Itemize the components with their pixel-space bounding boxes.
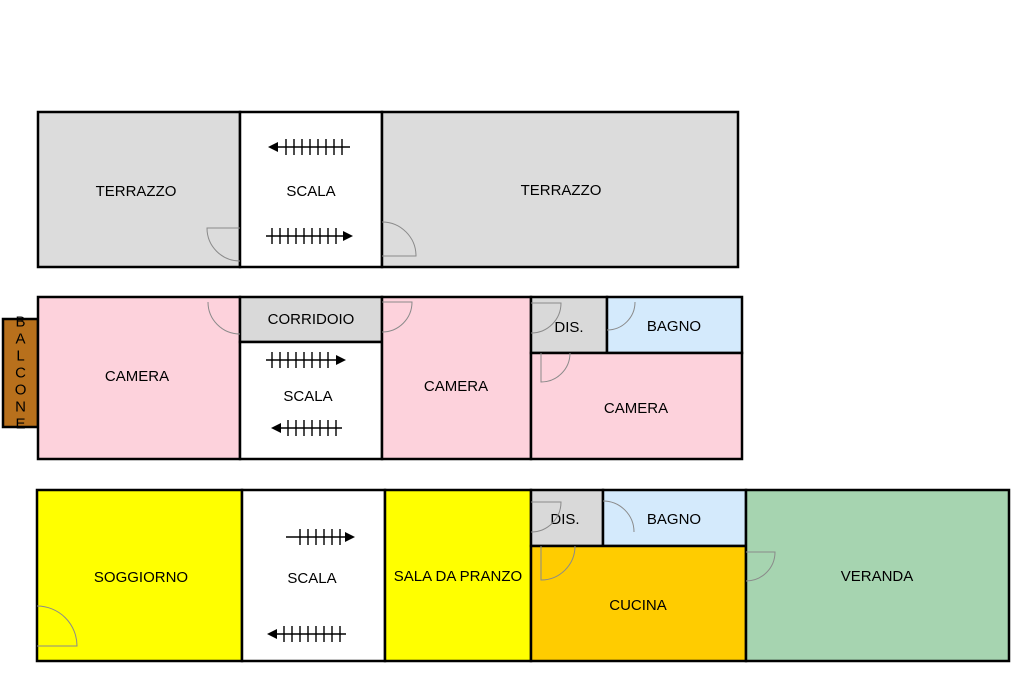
door-swing-dis-middle bbox=[530, 302, 562, 334]
camera-left-label: CAMERA bbox=[105, 368, 169, 385]
door-swing-terrazzo-left bbox=[206, 227, 241, 262]
sala-da-pranzo-label: SALA DA PRANZO bbox=[394, 568, 522, 585]
camera-right-room bbox=[529, 351, 744, 461]
scala-top-room bbox=[238, 110, 384, 269]
bottom-floor: SOGGIORNO SCALA SALA DA PRANZO DIS. BAGN… bbox=[35, 488, 1011, 663]
stair-arrow-left-bottom bbox=[267, 626, 346, 642]
scala-middle-label: SCALA bbox=[283, 388, 332, 405]
veranda-room bbox=[744, 488, 1011, 663]
sala-da-pranzo-room bbox=[383, 488, 533, 663]
camera-left-room bbox=[36, 295, 242, 461]
scala-bottom-room bbox=[240, 488, 387, 663]
door-swing-bagno-bottom bbox=[602, 500, 635, 533]
balcone-room bbox=[1, 317, 40, 429]
door-swing-veranda bbox=[745, 551, 776, 582]
door-swing-terrazzo-right bbox=[381, 221, 417, 257]
cucina-room bbox=[529, 544, 748, 663]
dis-bottom-label: DIS. bbox=[550, 511, 579, 528]
bagno-bottom-label: BAGNO bbox=[647, 511, 701, 528]
door-swing-cucina bbox=[540, 545, 576, 581]
door-swing-dis-bottom bbox=[530, 501, 562, 533]
stair-arrow-left-top bbox=[268, 139, 350, 155]
door-swing-camera-right bbox=[540, 352, 571, 383]
corridoio-label: CORRIDOIO bbox=[268, 311, 355, 328]
stair-arrow-right-bottom bbox=[286, 529, 355, 545]
camera-center-room bbox=[380, 295, 533, 461]
terrazzo-left-room bbox=[36, 110, 242, 269]
door-swing-camera-center bbox=[381, 301, 413, 333]
scala-bottom-label: SCALA bbox=[287, 570, 336, 587]
corridoio-room bbox=[238, 295, 384, 344]
soggiorno-label: SOGGIORNO bbox=[94, 569, 188, 586]
terrazzo-left-label: TERRAZZO bbox=[96, 183, 177, 200]
bagno-middle-room bbox=[605, 295, 744, 355]
door-swing-bagno-middle bbox=[606, 301, 636, 331]
dis-middle-label: DIS. bbox=[554, 319, 583, 336]
terrazzo-right-room bbox=[380, 110, 740, 269]
stair-arrow-right-middle bbox=[266, 352, 346, 368]
terrazzo-right-label: TERRAZZO bbox=[521, 182, 602, 199]
cucina-label: CUCINA bbox=[609, 597, 667, 614]
top-floor: TERRAZZO SCALA TERRAZZO bbox=[36, 110, 740, 269]
scala-top-label: SCALA bbox=[286, 183, 335, 200]
soggiorno-room bbox=[35, 488, 244, 663]
bagno-bottom-room bbox=[601, 488, 748, 548]
bagno-middle-label: BAGNO bbox=[647, 318, 701, 335]
camera-center-label: CAMERA bbox=[424, 378, 488, 395]
balcone-label: BALCONE bbox=[12, 314, 29, 433]
middle-floor: BALCONE CAMERA CORRIDOIO SCALA CAMERA DI… bbox=[1, 295, 744, 461]
camera-right-label: CAMERA bbox=[604, 400, 668, 417]
stair-arrow-right-top bbox=[266, 228, 353, 244]
door-swing-camera-left bbox=[207, 301, 241, 335]
veranda-label: VERANDA bbox=[841, 568, 914, 585]
stair-arrow-left-middle bbox=[271, 420, 342, 436]
door-swing-soggiorno bbox=[36, 605, 78, 647]
scala-middle-room bbox=[238, 340, 384, 461]
